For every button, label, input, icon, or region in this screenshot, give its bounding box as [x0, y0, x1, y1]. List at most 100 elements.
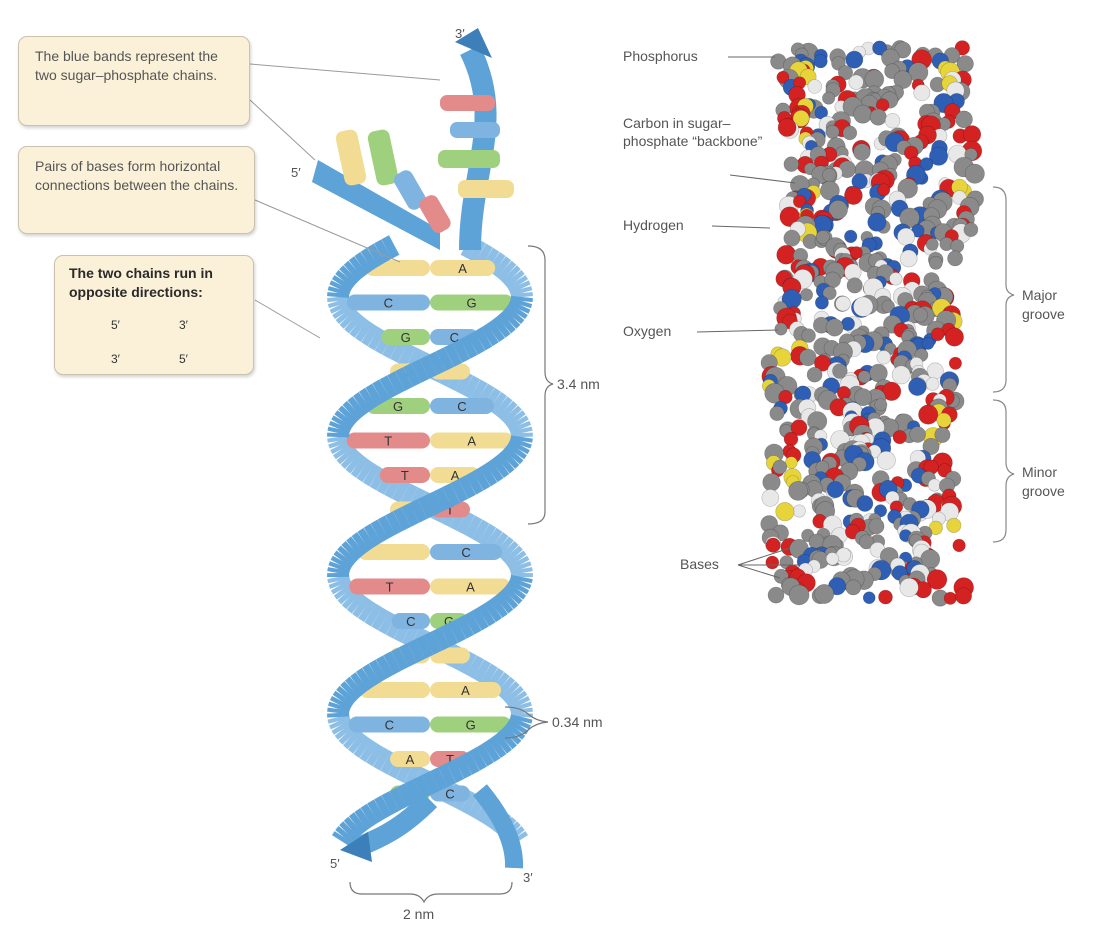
atom: [783, 156, 799, 172]
label-pitch: 3.4 nm: [557, 376, 600, 392]
atom: [799, 348, 817, 367]
atom: [952, 538, 966, 553]
strand-b-segment: [374, 331, 393, 355]
strand-a-segment: [509, 297, 533, 309]
callout-leaders: [249, 63, 441, 339]
strand-a-segment: [504, 270, 525, 288]
atom: [822, 91, 836, 105]
strand-b-segment: [360, 247, 379, 271]
label-oxygen: Oxygen: [623, 323, 672, 339]
strand-b-segment: [339, 265, 359, 285]
strand-a-segment: [509, 286, 533, 296]
strand-b-segment: [508, 716, 531, 730]
strand-a-segment: [328, 701, 351, 713]
strand-a-segment: [329, 696, 352, 710]
atom: [925, 377, 940, 391]
strand-a-segment: [499, 540, 519, 562]
atom: [962, 125, 982, 144]
strand-b-segment: [331, 275, 354, 291]
base-letter-right: T: [446, 503, 454, 518]
strand-b-segment: [330, 579, 353, 595]
label-bottom-3prime: 3′: [523, 870, 533, 885]
base-right: [430, 432, 514, 449]
atom: [928, 255, 943, 270]
strand-b-segment: [493, 732, 512, 754]
unpaired-base: [438, 150, 500, 168]
atom: [878, 589, 893, 605]
atom: [944, 327, 964, 347]
atom: [856, 495, 874, 512]
strand-a-segment: [507, 555, 530, 571]
strand-a-segment: [353, 392, 372, 414]
strand-a-segment: [498, 588, 519, 610]
base-letter-right: A: [467, 434, 476, 449]
strand-a-segment: [331, 719, 353, 735]
strand-b-segment: [458, 475, 476, 499]
atom: [922, 437, 940, 455]
strand-a-segment: [463, 611, 482, 635]
strand-b-segment: [479, 463, 498, 487]
strand-a-segment: [353, 736, 372, 758]
atom: [868, 518, 885, 535]
strand-b-segment: [496, 676, 516, 698]
atom: [765, 555, 780, 570]
atom: [848, 74, 864, 90]
strand-b-segment: [329, 300, 352, 314]
base-letter-right: G: [466, 718, 476, 733]
strand-b-segment: [327, 567, 350, 575]
atom: [891, 365, 911, 385]
base-letter-right: C: [461, 545, 470, 560]
atom: [946, 517, 962, 533]
base-left: [357, 544, 430, 560]
strand-a-segment: [340, 681, 360, 701]
atom: [837, 65, 853, 81]
base-letter-right: G: [444, 614, 454, 629]
strand-b-segment: [425, 491, 444, 515]
strand-b-segment: [450, 479, 469, 503]
strand-b-segment: [401, 623, 420, 647]
strand-a-segment: [456, 615, 474, 639]
sugar-phosphate-strand-front: [312, 28, 533, 869]
base-letter-right: G: [467, 296, 477, 311]
atom: [814, 584, 835, 604]
atom: [925, 237, 939, 251]
strand-a-segment: [356, 459, 375, 483]
strand-a-segment: [403, 363, 421, 387]
atom: [844, 186, 863, 205]
atom: [862, 591, 876, 605]
strand-a-segment: [333, 442, 354, 460]
strand-a-segment: [427, 351, 446, 375]
width-bracket: [349, 881, 513, 904]
strand-a-segment: [380, 751, 399, 775]
strand-b-segment: [462, 375, 481, 399]
atom: [853, 143, 871, 161]
strand-a-segment: [334, 410, 355, 428]
strand-b-segment: [351, 532, 371, 554]
base-left: [358, 682, 430, 698]
strand-b-segment: [364, 603, 383, 627]
strand-b-segment: [335, 826, 356, 844]
atom: [814, 354, 831, 372]
base-right: [430, 716, 512, 733]
atom: [853, 296, 874, 317]
strand-a-segment: [328, 420, 351, 434]
base-left: [391, 613, 430, 629]
strand-b-segment: [510, 435, 533, 443]
base-letter-right: C: [457, 399, 466, 414]
strand-a-segment: [419, 355, 438, 379]
strand-b-segment: [502, 405, 522, 425]
strand-3prime-bottom-tail: [473, 784, 524, 869]
atom: [825, 318, 844, 337]
strand-b-segment: [374, 239, 393, 263]
atom: [867, 212, 887, 232]
strand-a-segment: [399, 483, 418, 507]
atom: [792, 110, 810, 127]
strand-a-segment: [383, 651, 402, 675]
strand-a-segment: [350, 672, 369, 694]
base-right: [430, 398, 494, 414]
strand-b-segment: [327, 286, 351, 296]
strand-a-segment: [452, 339, 471, 363]
strand-b-segment: [333, 582, 355, 600]
strand-a-segment: [391, 479, 410, 503]
